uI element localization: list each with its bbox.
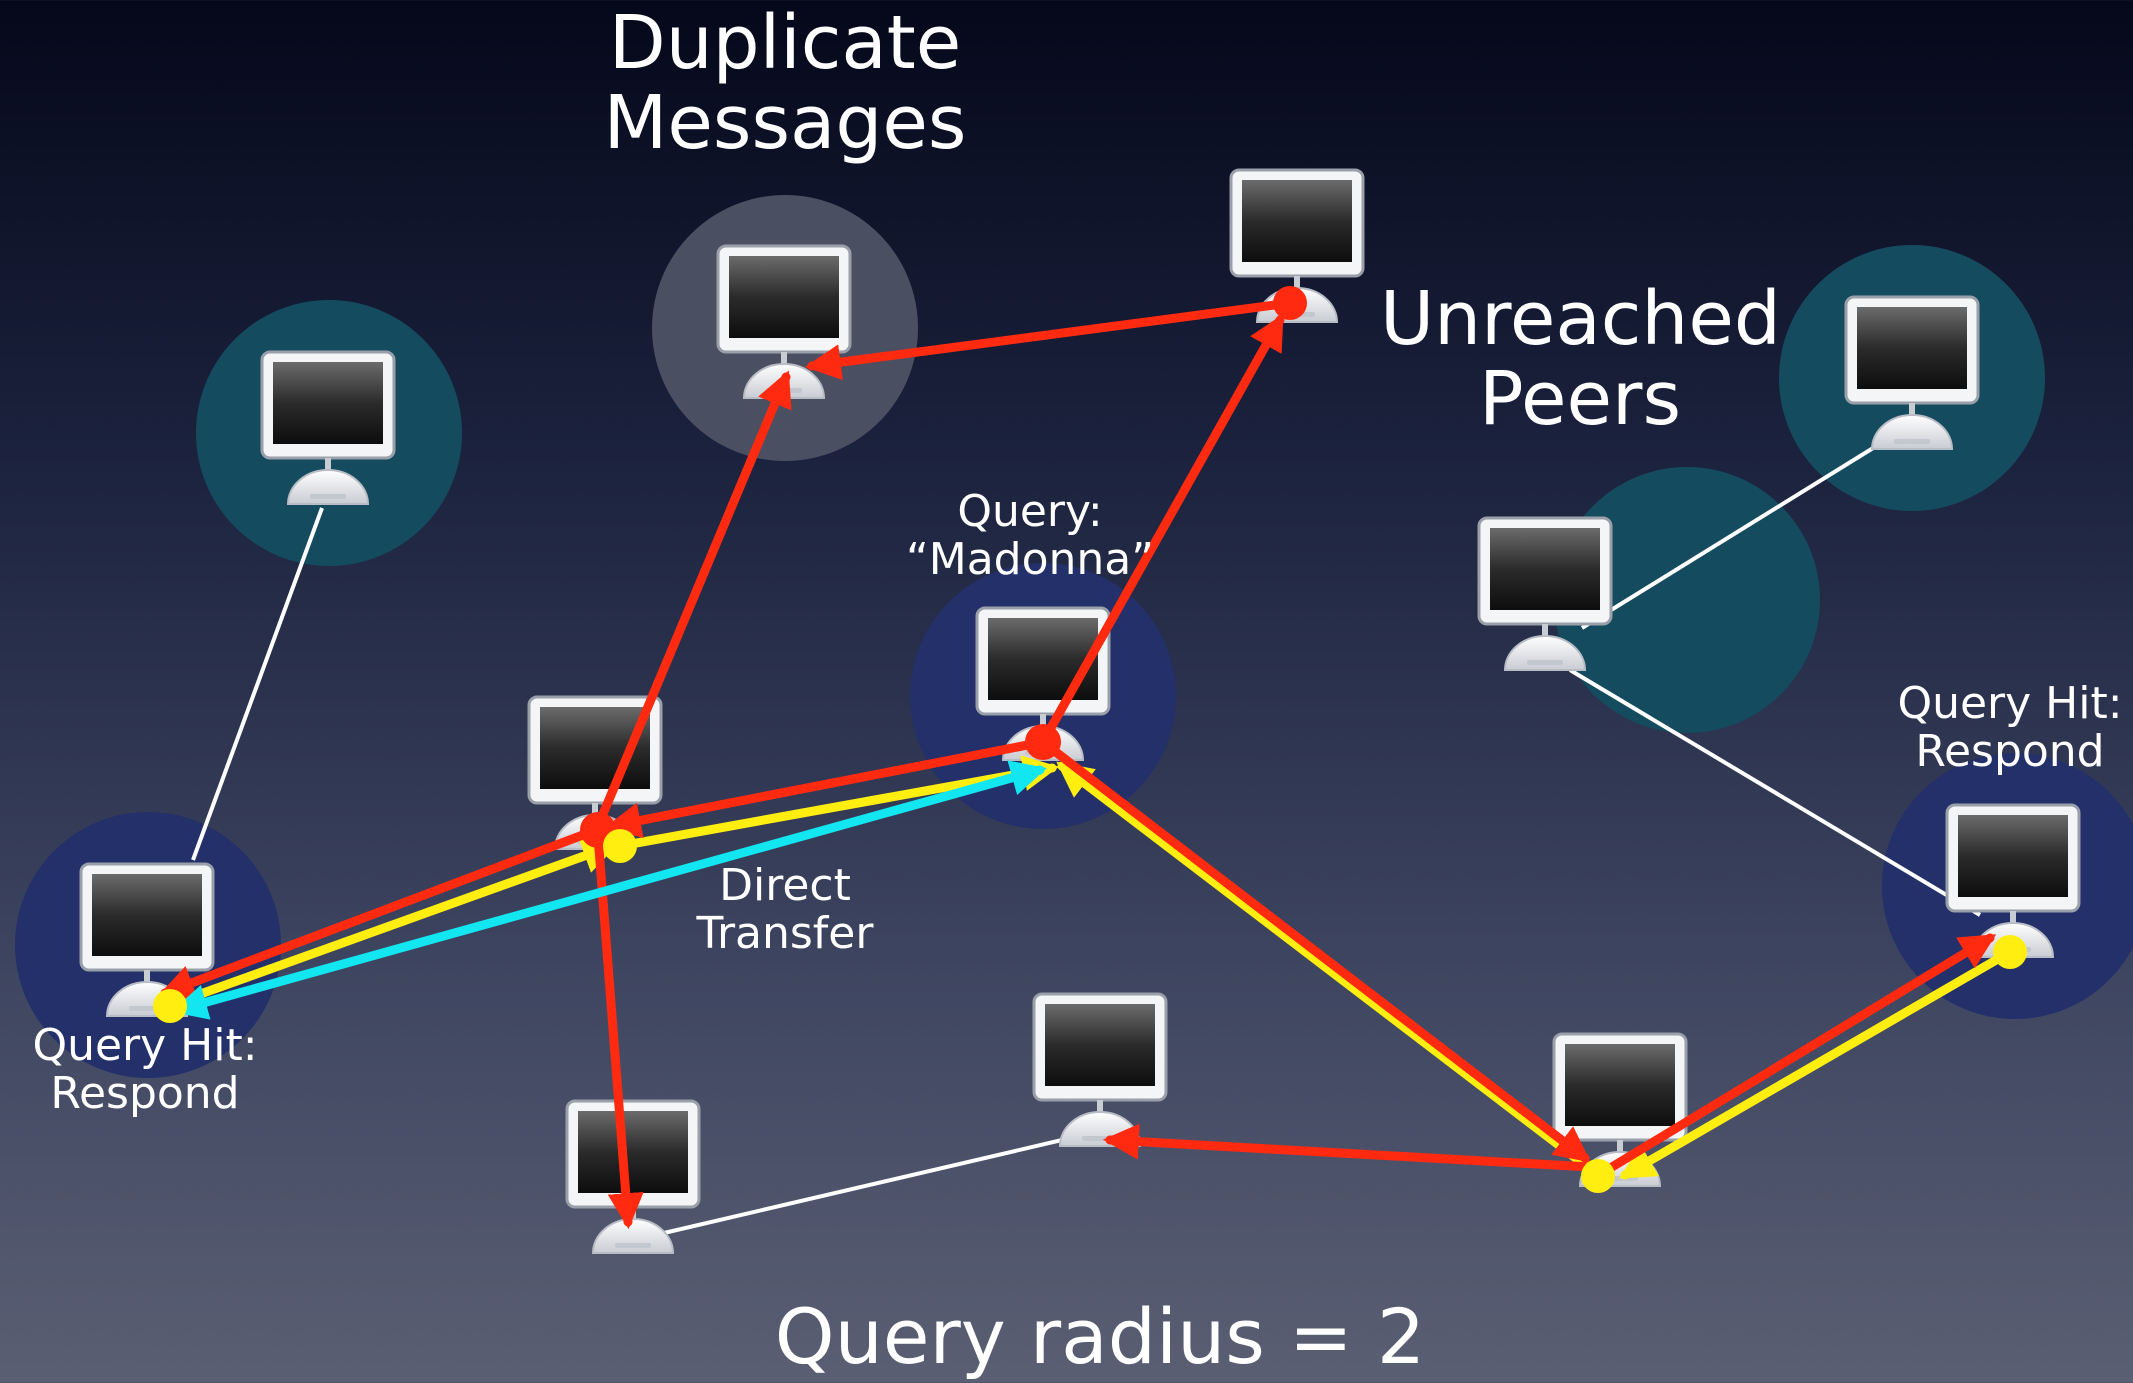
hit-left-line-2: Respond [50, 1067, 240, 1119]
direct-transfer-path [171, 760, 1047, 1020]
hit-right-line-1: Query Hit: [1897, 678, 2123, 729]
imac-computer-icon [1229, 168, 1365, 323]
yellow-dot-left [153, 989, 187, 1023]
yellow-dot-mid [603, 829, 637, 863]
imac-computer-icon [260, 350, 396, 505]
transfer-arrow [171, 760, 1047, 1020]
hit-left-line-1: Query Hit: [32, 1020, 258, 1071]
hit-arrow-hub-to-origin [1056, 761, 1603, 1180]
query-arrow-hub-to-right [1607, 933, 1997, 1172]
yellow-dot-right [1993, 935, 2027, 969]
red-dot-origin [1025, 724, 1061, 760]
path-dots [153, 286, 2027, 1193]
imac-computer-icon [1032, 992, 1168, 1147]
direct-line-2: Transfer [696, 907, 874, 959]
query-radius-caption: Query radius = 2 [774, 1292, 1426, 1381]
query-line-1: Query: [957, 486, 1103, 537]
direct-transfer-label: Direct Transfer [655, 862, 915, 957]
red-dot-top [1273, 286, 1307, 320]
unreached-line-1: Unreached [1380, 276, 1781, 362]
imac-computer-icon [975, 606, 1111, 761]
imac-computer-icon [565, 1099, 701, 1254]
unreached-peers-label: Unreached Peers [1380, 276, 1781, 442]
link-unreached-pair [1580, 443, 1880, 630]
query-arrow-top-to-duplicate [804, 298, 1295, 381]
hit-right-line-2: Respond [1915, 725, 2105, 777]
query-hit-left-label: Query Hit: Respond [10, 1022, 280, 1117]
link-topleft-hitleft [191, 507, 324, 861]
hit-arrow-right-to-hub [1618, 947, 2015, 1180]
unreached-line-2: Peers [1478, 355, 1682, 442]
duplicate-line-2: Messages [603, 79, 967, 166]
query-arrow-hub-to-bottom-mid [1102, 1123, 1595, 1172]
query-hit-right-label: Query Hit: Respond [1875, 680, 2133, 775]
query-arrow-origin-to-top [1038, 313, 1285, 747]
duplicate-line-1: Duplicate [608, 0, 962, 86]
halo-unreached-1 [1554, 467, 1820, 733]
query-arrow-origin-to-hub [1043, 741, 1591, 1163]
direct-line-1: Direct [719, 860, 851, 911]
query-line-2: “Madonna” [905, 533, 1155, 585]
link-bottom-pair [663, 1138, 1063, 1235]
link-unreached-hitright [1568, 668, 1982, 917]
imac-computer-icon [1477, 516, 1613, 671]
imac-computer-icon [1844, 295, 1980, 450]
query-arrow-mid-to-duplicate [593, 370, 792, 831]
yellow-dot-hub [1581, 1159, 1615, 1193]
query-madonna-label: Query: “Madonna” [880, 488, 1180, 583]
duplicate-messages-label: Duplicate Messages [585, 0, 985, 166]
